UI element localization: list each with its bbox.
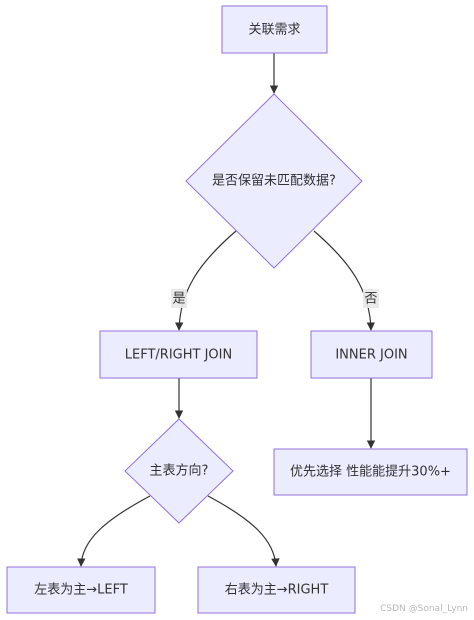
node-keep-unmatched-label: 是否保留未匹配数据?: [212, 174, 336, 189]
node-left-table-main: 左表为主→LEFT: [6, 566, 156, 614]
edge-direction-to-right-main: [207, 495, 280, 567]
edge-label-no: 否: [363, 289, 379, 308]
node-left-right-join-label: LEFT/RIGHT JOIN: [125, 348, 232, 363]
edge-label-yes-text: 是: [172, 292, 185, 307]
node-main-table-direction-decision: 主表方向?: [124, 418, 234, 524]
watermark: CSDN @Sonal_Lynn: [380, 604, 468, 614]
node-requirement-label: 关联需求: [248, 23, 300, 38]
node-inner-join: INNER JOIN: [310, 330, 433, 379]
edge-label-yes: 是: [171, 289, 187, 308]
node-performance-priority: 优先选择 性能能提升30%+: [273, 448, 468, 496]
node-right-table-main-label: 右表为主→RIGHT: [225, 583, 329, 598]
node-left-right-join: LEFT/RIGHT JOIN: [99, 330, 258, 379]
node-main-table-direction-label: 主表方向?: [150, 463, 209, 479]
node-performance-priority-label: 优先选择 性能能提升30%+: [290, 464, 451, 480]
edge-decision-to-left-right-join: [174, 230, 237, 331]
edge-decision-to-inner-join: [313, 230, 376, 331]
node-left-table-main-label: 左表为主→LEFT: [34, 583, 128, 598]
edge-label-no-text: 否: [364, 292, 377, 307]
node-right-table-main: 右表为主→RIGHT: [197, 566, 356, 614]
node-requirement: 关联需求: [221, 5, 328, 54]
node-inner-join-label: INNER JOIN: [335, 348, 407, 363]
edge-direction-to-left-main: [77, 495, 151, 567]
node-keep-unmatched-decision: 是否保留未匹配数据?: [185, 93, 363, 269]
